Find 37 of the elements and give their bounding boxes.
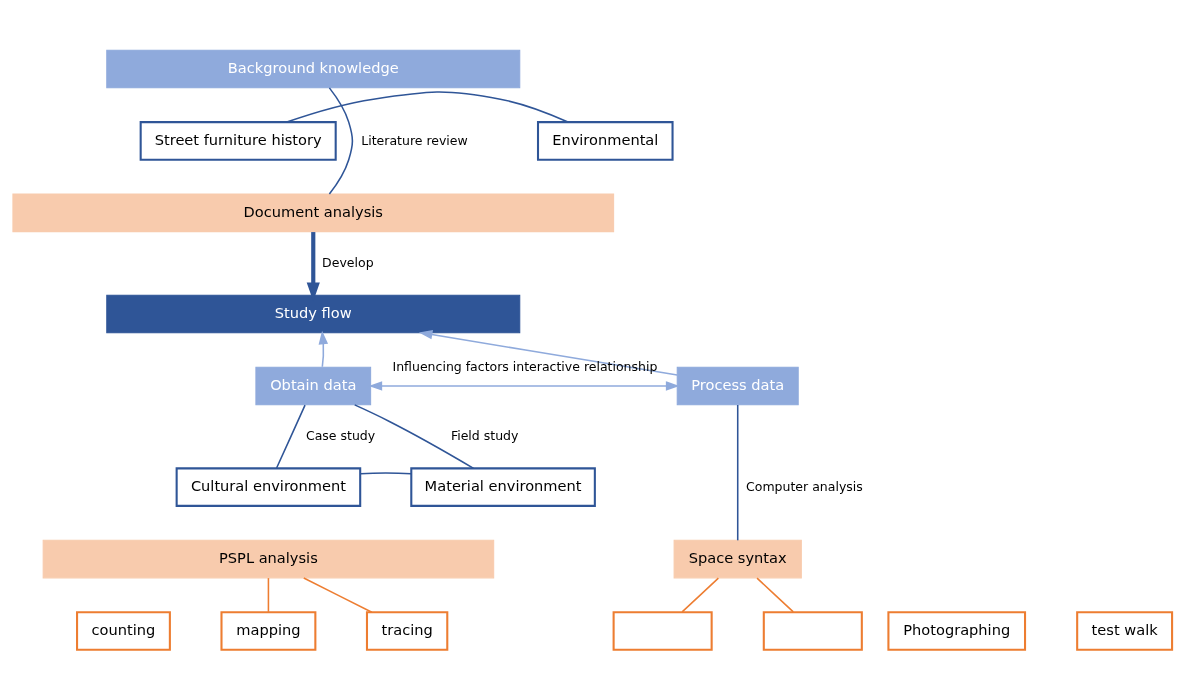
edge-label: Computer analysis — [746, 478, 863, 494]
connector — [267, 577, 270, 613]
node-box: counting — [76, 611, 171, 651]
node-box: Process data — [676, 366, 799, 406]
node-box: Space syntax — [673, 539, 802, 579]
node-box: mapping — [220, 611, 317, 651]
arrow — [418, 329, 678, 376]
edge-label: Case study — [305, 428, 376, 444]
node-box — [612, 611, 713, 651]
arrow — [318, 330, 329, 368]
edge-label: Literature review — [361, 132, 468, 148]
node-box — [762, 611, 863, 651]
connector — [756, 577, 795, 613]
arrow — [368, 381, 680, 391]
connector — [328, 87, 354, 195]
connector — [275, 404, 306, 469]
node-box: Material environment — [410, 467, 596, 507]
node-box: Obtain data — [255, 366, 372, 406]
connector — [286, 91, 569, 123]
node-box: Photographing — [887, 611, 1027, 651]
edge-label: Field study — [450, 428, 519, 444]
connector — [736, 404, 739, 542]
node-box: Background knowledge — [106, 49, 521, 89]
node-box: Document analysis — [12, 193, 615, 233]
edge-label: Develop — [322, 255, 374, 271]
connector — [353, 404, 475, 470]
node-box: test walk — [1076, 611, 1174, 651]
connector — [303, 577, 373, 613]
node-box: Cultural environment — [175, 467, 362, 507]
edge-label: Influencing factors interactive relationship — [392, 359, 658, 375]
node-box: PSPL analysis — [42, 539, 495, 579]
node-box: Street furniture history — [139, 121, 337, 161]
node-box: Environmental — [536, 121, 674, 161]
connector — [359, 472, 412, 475]
node-box: tracing — [365, 611, 449, 651]
connector — [681, 577, 720, 613]
node-box: Study flow — [106, 294, 521, 334]
